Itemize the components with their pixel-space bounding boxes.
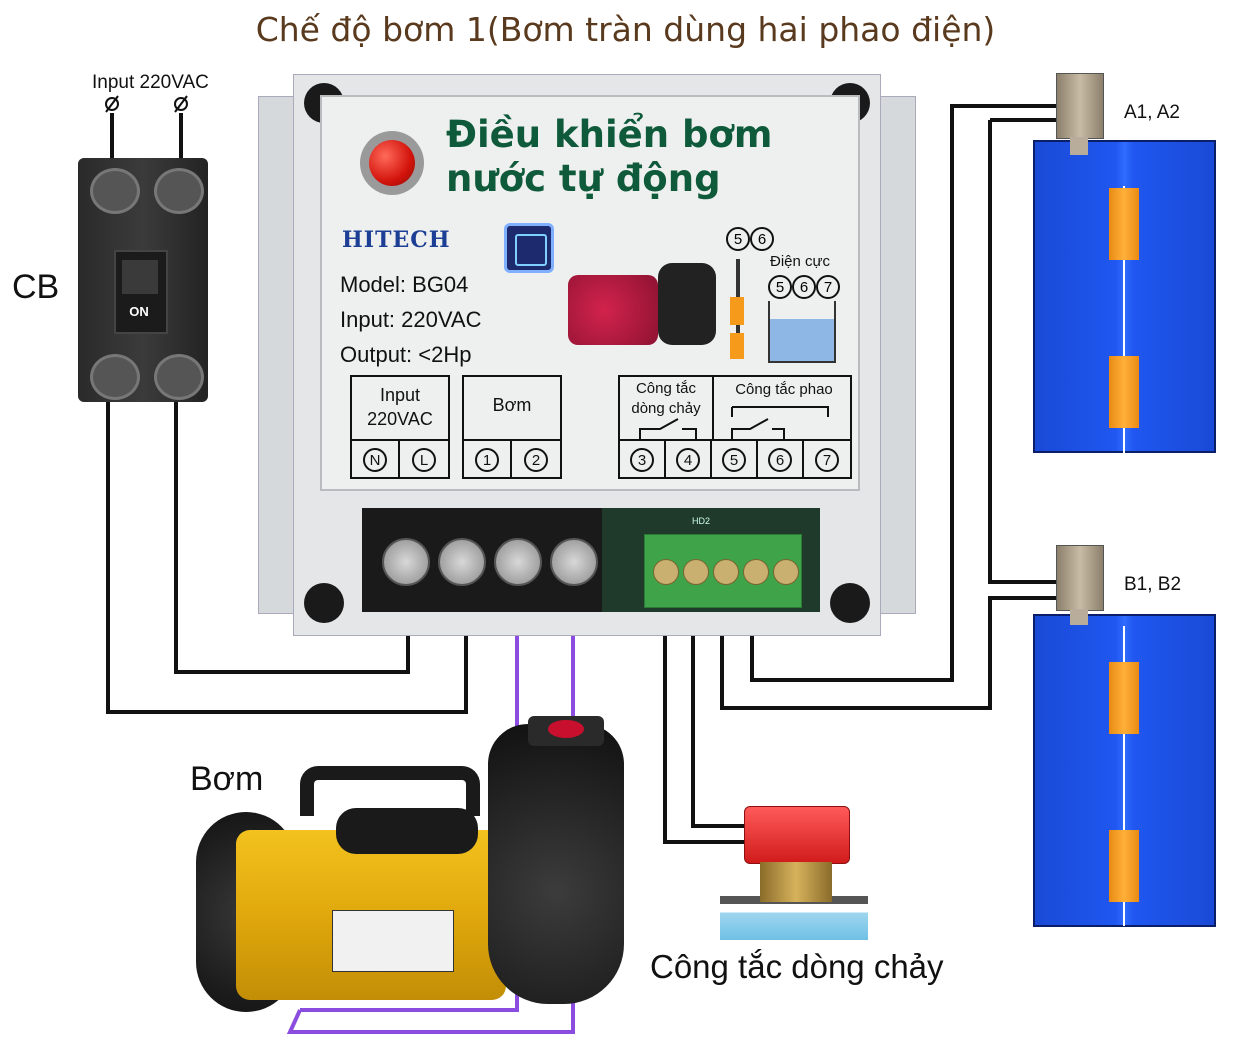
terminal-block-pump: Bơm 1 2 [462, 375, 562, 479]
pcb-board: HD2 [602, 508, 820, 612]
electrode-label: Điện cực [770, 253, 831, 270]
brand-logo: HITECH [342, 227, 451, 253]
mount-hole-icon [304, 583, 344, 623]
terminal-l: L [412, 448, 436, 472]
cb-top-screw-right-icon [154, 168, 204, 214]
chip-icon [504, 223, 554, 273]
cb-bottom-screw-right-icon [154, 354, 204, 400]
terminal-3: 3 [630, 448, 654, 472]
terminal-screw-icon [713, 559, 739, 585]
terminal-screw-icon [438, 538, 486, 586]
power-indicator-icon [369, 140, 415, 186]
switch-symbols-icon [639, 406, 829, 439]
pcb-label: HD2 [692, 516, 711, 526]
terminal-2: 2 [524, 448, 548, 472]
terminal-n: N [363, 448, 387, 472]
indicator-ring [360, 131, 424, 195]
wire-term3-flow [663, 600, 752, 844]
circuit-breaker: ON [78, 158, 208, 402]
terminal-1: 1 [475, 448, 499, 472]
wire-cb-to-n [174, 400, 410, 674]
wire-a-b-link [988, 120, 1062, 584]
wire-term5-b [720, 596, 1062, 710]
pump-outlet-icon [528, 716, 604, 746]
pump-capacitor-icon [336, 808, 478, 854]
mount-hole-icon [830, 583, 870, 623]
flow-switch-body-icon [760, 862, 832, 902]
spec-input: Input: 220VAC [340, 307, 482, 332]
tank-top [1033, 140, 1216, 456]
green-terminal-block [644, 534, 802, 608]
flow-block-line2: dòng chảy [631, 400, 701, 417]
panel-title-line1: Điều khiển bơm [446, 113, 773, 156]
tank-bottom [1033, 614, 1216, 927]
spec-model: Model: BG04 [340, 272, 469, 297]
flow-switch-label: Công tắc dòng chảy [650, 948, 944, 985]
terminal-screw-icon [550, 538, 598, 586]
pump-label: Bơm [190, 760, 264, 798]
terminal-screw-icon [653, 559, 679, 585]
terminal-screw-icon [494, 538, 542, 586]
pump-nameplate [332, 910, 454, 972]
flow-block-line1: Công tắc [635, 380, 697, 397]
pump-handle-icon [300, 766, 480, 816]
input-terminal-right-icon [174, 97, 188, 111]
input-voltage-label: Input 220VAC [92, 72, 209, 93]
terminal-screw-icon [773, 559, 799, 585]
terminal-5: 5 [722, 448, 746, 472]
cb-label: CB [12, 268, 60, 306]
spec-output: Output: <2Hp [340, 342, 472, 367]
input-terminal-left-icon [105, 97, 119, 111]
wire-term4-flow [691, 600, 752, 828]
cb-top-screw-left-icon [90, 168, 140, 214]
flow-switch-cap-icon [744, 806, 850, 864]
pump-housing-icon [488, 724, 624, 1004]
pump-thumbnail-icon [568, 255, 718, 351]
terminal-screw-icon [683, 559, 709, 585]
cb-switch-housing: ON [114, 250, 168, 334]
float-block-label: Công tắc phao [735, 381, 833, 398]
cb-on-text: ON [129, 304, 149, 319]
terminal-screw-icon [382, 538, 430, 586]
power-terminal-strip [362, 508, 602, 612]
terminal-7: 7 [815, 448, 839, 472]
wire-cb-to-l [106, 400, 468, 714]
terminal-4: 4 [676, 448, 700, 472]
float-lower-icon [1109, 356, 1139, 428]
float-upper-icon [1109, 662, 1139, 734]
panel-title-line2: nước tự động [446, 157, 721, 200]
wire-term7-a [750, 104, 1062, 682]
terminal-6: 6 [768, 448, 792, 472]
float-a-label: A1, A2 [1124, 102, 1180, 123]
float-upper-icon [1109, 188, 1139, 260]
float-lower-icon [1109, 830, 1139, 902]
controller-label-panel: Điều khiển bơm nước tự động HITECH Model… [320, 95, 860, 491]
cb-toggle [122, 260, 158, 294]
pump-wire-3 [300, 990, 519, 1012]
float-b-label: B1, B2 [1124, 574, 1182, 595]
float-sensor-a-icon [1056, 73, 1104, 139]
pump-motor-body-icon [236, 830, 506, 1000]
cb-bottom-screw-left-icon [90, 354, 140, 400]
terminal-screw-icon [743, 559, 769, 585]
float-sensor-b-icon [1056, 545, 1104, 611]
diagram-title: Chế độ bơm 1(Bơm tràn dùng hai phao điện… [255, 10, 996, 49]
